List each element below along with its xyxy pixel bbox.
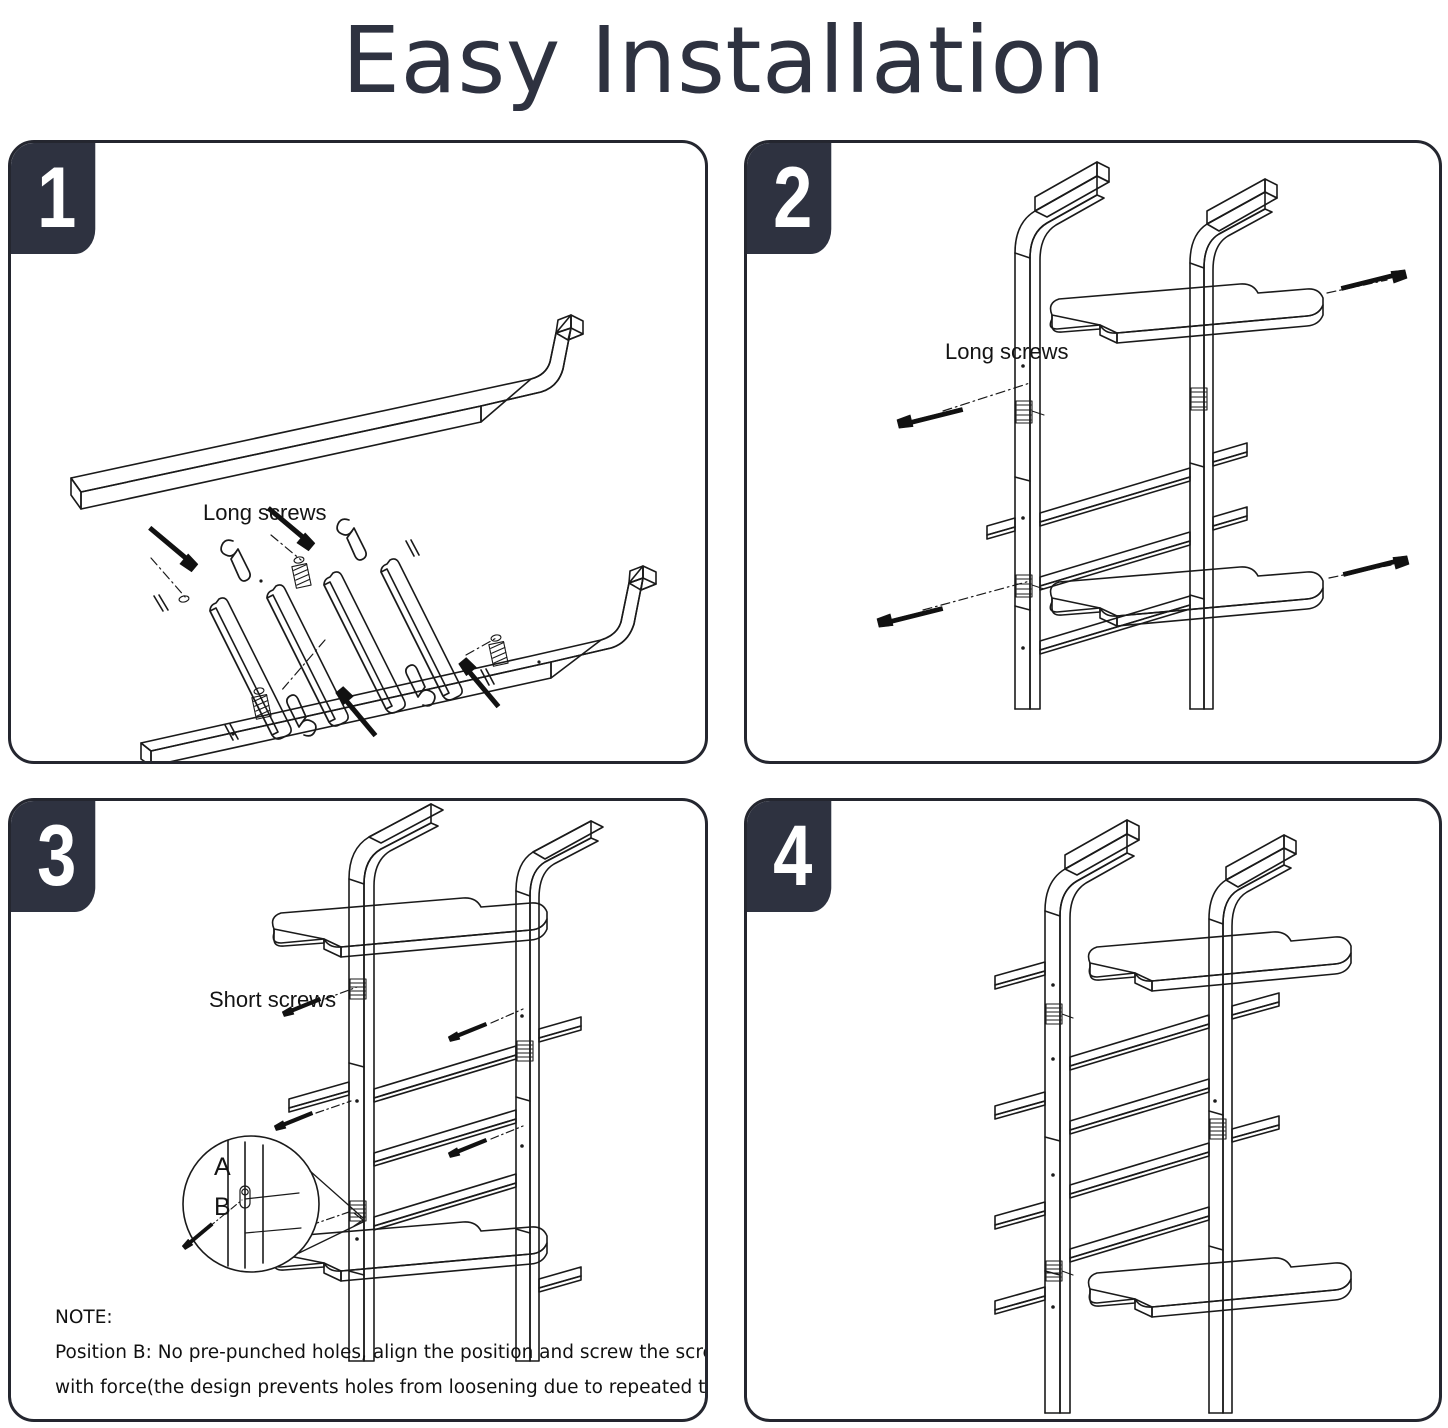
step-4-illustration [994, 819, 1352, 1414]
detail-label-a: A [214, 1153, 231, 1181]
step-3-illustration [181, 803, 604, 1362]
step-panel-3: 3 [8, 798, 708, 1422]
step-badge-3: 3 [11, 801, 96, 912]
detail-label-b: B [214, 1193, 231, 1221]
short-screws-label-step3: Short screws [209, 987, 337, 1012]
step-panel-1: 1 [8, 140, 708, 764]
step-badge-1: 1 [11, 143, 96, 254]
step-badge-2: 2 [747, 143, 832, 254]
long-screws-label-step1: Long screws [203, 500, 327, 525]
note-heading: NOTE: [55, 1306, 113, 1328]
step-panel-2: 2 [744, 140, 1442, 764]
long-screws-label-step2: Long screws [945, 339, 1069, 364]
step-panel-4: 4 [744, 798, 1442, 1422]
step-1-illustration [70, 314, 657, 761]
note-block: NOTE: Position B: No pre-punched holes, … [55, 1300, 708, 1405]
step-2-illustration [876, 161, 1410, 710]
note-line-2: with force(the design prevents holes fro… [55, 1376, 706, 1398]
page-title: Easy Installation [341, 7, 1107, 114]
note-line-1: Position B: No pre-punched holes, align … [55, 1341, 708, 1363]
step-badge-4: 4 [747, 801, 832, 912]
